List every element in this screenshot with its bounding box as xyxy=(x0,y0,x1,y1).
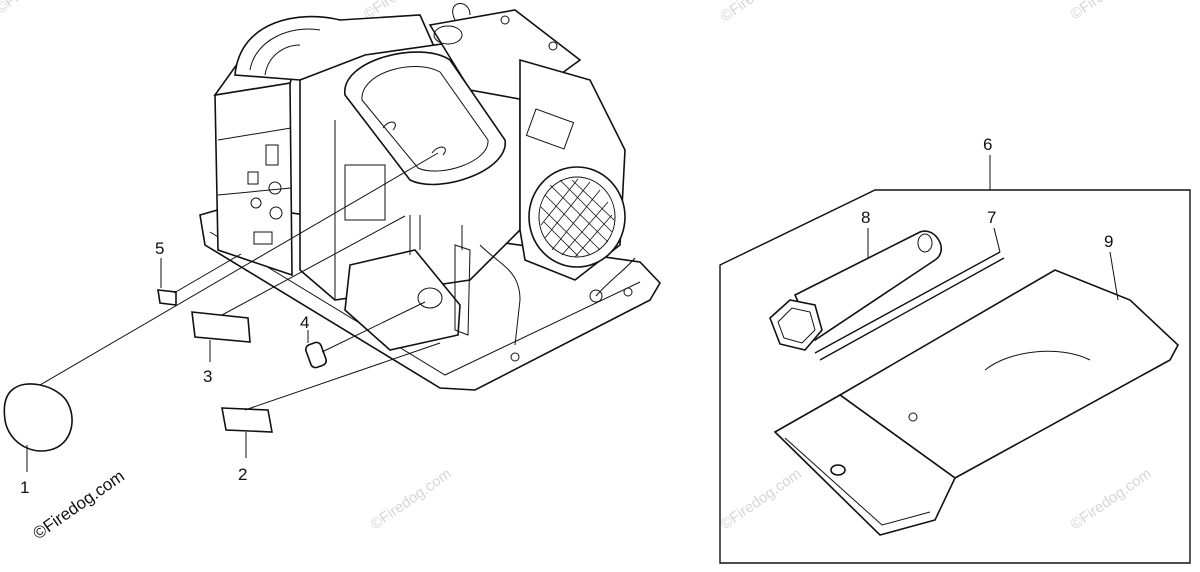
plug-wrench-hole xyxy=(917,233,933,253)
leader-line-2-target xyxy=(244,342,441,411)
rect-decal-2 xyxy=(221,407,273,433)
fuel-cap xyxy=(433,25,463,45)
air-cleaner-knob xyxy=(431,146,446,156)
tommy-bar-rod xyxy=(819,257,1005,361)
watermark-faint: ©Firedog.com xyxy=(368,465,455,533)
fan-grille xyxy=(538,176,616,258)
leader-line-7 xyxy=(993,227,1001,253)
tommy-bar xyxy=(814,227,1005,361)
callout-8: 8 xyxy=(861,208,870,227)
part-5-decal xyxy=(157,253,242,306)
muffler xyxy=(344,249,461,351)
base-frame-rim xyxy=(204,244,651,391)
callout-5: 5 xyxy=(155,239,164,258)
watermark-main: ©Firedog.com xyxy=(29,466,128,543)
air-cleaner-cover xyxy=(344,51,506,186)
rear-housing-curve xyxy=(249,28,321,71)
callout-1: 1 xyxy=(20,478,29,497)
fan-grille-hatch xyxy=(540,178,615,258)
plug-wrench-hex-inner xyxy=(777,307,816,344)
leader-line-5-target xyxy=(173,253,242,294)
rear-housing-curve xyxy=(264,44,301,76)
engine-wire xyxy=(479,244,521,346)
panel-outlet xyxy=(253,231,273,245)
part-4-cap xyxy=(304,301,426,369)
callout-3: 3 xyxy=(203,367,212,386)
ground-terminal xyxy=(589,289,603,303)
leader-line-1-target xyxy=(39,152,439,386)
shroud-label xyxy=(525,108,575,150)
callout-7: 7 xyxy=(987,208,996,227)
body-label-plate xyxy=(344,164,386,221)
watermark-faint: ©Firedog.com xyxy=(1068,465,1155,533)
watermark-faint: ©Firedog.com xyxy=(718,465,805,533)
part-1-oval-decal xyxy=(3,152,439,472)
tommy-bar-rod xyxy=(814,251,1001,354)
leader-line-3-target xyxy=(221,215,406,316)
spark-plug-cap xyxy=(454,244,471,336)
callout-2: 2 xyxy=(238,465,247,484)
small-decal-5 xyxy=(157,289,177,306)
tool-bag-snap xyxy=(908,412,918,422)
tool-bag-flap-edge xyxy=(784,437,931,526)
panel-divider xyxy=(217,187,292,196)
tool-bag-crease xyxy=(984,350,1091,371)
tool-bag xyxy=(773,251,1179,536)
oil-filler xyxy=(417,287,443,309)
callout-6: 6 xyxy=(983,135,992,154)
plug-wrench xyxy=(769,228,942,351)
part-2-decal xyxy=(221,342,441,458)
tool-kit-group xyxy=(719,155,1191,564)
watermark-faint: ©Firedog.com xyxy=(1068,0,1155,23)
panel-switch xyxy=(265,144,279,166)
part-3-decal xyxy=(191,215,406,362)
tool-bag-flap xyxy=(773,394,957,536)
plug-wrench-body xyxy=(793,230,942,342)
tool-bag-button xyxy=(830,464,846,476)
watermark-faint: ©Firedog.com xyxy=(0,0,80,17)
generator-unit xyxy=(199,3,661,391)
air-cleaner-inner xyxy=(361,66,489,172)
ground-wire xyxy=(595,257,636,297)
leader-line-9 xyxy=(1109,251,1119,301)
panel-divider xyxy=(217,127,292,141)
panel-indicator xyxy=(247,171,259,185)
base-bolt xyxy=(510,352,520,362)
control-panel xyxy=(214,82,293,277)
fuel-cap-handle xyxy=(452,3,471,21)
rect-decal-3 xyxy=(191,311,251,343)
callout-4: 4 xyxy=(300,313,309,332)
small-cap xyxy=(304,341,328,369)
fan-cover xyxy=(528,166,626,268)
callout-9: 9 xyxy=(1104,232,1113,251)
plug-wrench-hex xyxy=(769,299,823,351)
leader-line-4-target xyxy=(321,301,426,353)
air-cleaner-knob xyxy=(382,121,396,131)
tool-kit-frame xyxy=(719,189,1191,564)
panel-knob xyxy=(250,197,262,209)
tank-bolt xyxy=(500,15,510,25)
watermark-faint: ©Firedog.com xyxy=(718,0,805,25)
panel-knob xyxy=(268,181,282,195)
tank-bolt xyxy=(548,41,558,51)
base-bolt xyxy=(623,287,633,297)
panel-knob xyxy=(269,206,283,220)
oval-decal xyxy=(3,383,73,452)
